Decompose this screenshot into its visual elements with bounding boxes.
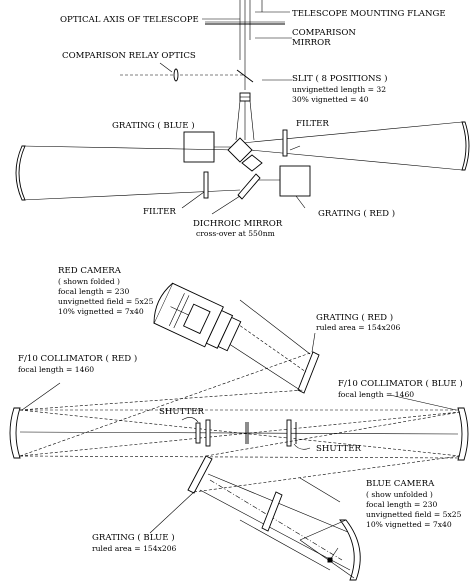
label-collimator-blue: F/10 COLLIMATOR ( BLUE ) — [338, 378, 463, 389]
label-grating-red-top: GRATING ( RED ) — [318, 208, 395, 219]
unfolded-view — [9, 282, 469, 581]
label-grating-blue: GRATING ( BLUE ) — [92, 532, 175, 543]
label-slit-unvignetted: unvignetted length = 32 — [292, 85, 386, 94]
label-collimator-red-focal: focal length = 1460 — [18, 365, 94, 374]
label-collimator-blue-focal: focal length = 1460 — [338, 390, 414, 399]
grating-red-top — [279, 165, 311, 197]
label-grating-red: GRATING ( RED ) — [316, 312, 393, 323]
grating-red — [297, 351, 320, 394]
collimator-red-plan — [15, 145, 26, 201]
filter-top — [282, 129, 288, 157]
grating-blue — [187, 455, 213, 494]
label-grating-blue-area: ruled area = 154x206 — [92, 544, 177, 553]
label-filter-top: FILTER — [296, 119, 329, 129]
label-blue-camera-focal: focal length = 230 — [366, 500, 437, 509]
label-filter-bottom: FILTER — [143, 207, 176, 217]
label-red-camera-vig: 10% vignetted = 7x40 — [58, 307, 144, 316]
label-blue-camera-field: unvignetted field = 5x25 — [366, 510, 462, 519]
label-slit-vignetted: 30% vignetted = 40 — [292, 95, 369, 104]
label-red-camera-sub: ( shown folded ) — [58, 277, 120, 286]
label-optical-axis: OPTICAL AXIS OF TELESCOPE — [60, 15, 199, 25]
label-dichroic: DICHROIC MIRROR — [193, 219, 283, 229]
filter-bottom — [203, 171, 209, 199]
label-red-camera-field: unvignetted field = 5x25 — [58, 297, 154, 306]
plan-view — [15, 0, 470, 215]
label-grating-red-area: ruled area = 154x206 — [316, 323, 401, 332]
label-crossover: cross-over at 550nm — [196, 229, 275, 238]
label-blue-camera: BLUE CAMERA — [366, 479, 435, 489]
label-shutter-left: SHUTTER — [159, 407, 205, 417]
red-camera — [153, 282, 242, 352]
collimator-blue-plan — [461, 121, 470, 171]
label-mounting-flange: TELESCOPE MOUNTING FLANGE — [292, 9, 446, 19]
label-collimator-red: F/10 COLLIMATOR ( RED ) — [18, 353, 137, 364]
label-comparison-relay: COMPARISON RELAY OPTICS — [62, 51, 196, 61]
comparison-mirror — [236, 69, 254, 83]
labels: OPTICAL AXIS OF TELESCOPE TELESCOPE MOUN… — [18, 9, 463, 553]
shutter-right — [286, 419, 292, 447]
blue-camera — [239, 491, 361, 581]
collimator-blue — [457, 407, 469, 461]
label-red-camera-focal: focal length = 230 — [58, 287, 129, 296]
label-slit: SLIT ( 8 POSITIONS ) — [292, 73, 388, 84]
pickoff-prism — [227, 137, 253, 163]
collimator-red — [9, 407, 21, 459]
shutter-left — [195, 422, 201, 444]
label-comparison-mirror-1: COMPARISON — [292, 28, 356, 38]
label-grating-blue-top: GRATING ( BLUE ) — [112, 120, 195, 131]
label-blue-camera-vig: 10% vignetted = 7x40 — [366, 520, 452, 529]
label-blue-camera-sub: ( show unfolded ) — [366, 490, 433, 499]
comparison-relay-lens — [173, 68, 179, 82]
grating-blue-top — [183, 131, 215, 163]
dichroic-mirror — [237, 173, 261, 200]
label-shutter-right: SHUTTER — [316, 444, 362, 454]
label-comparison-mirror-2: MIRROR — [292, 38, 331, 48]
label-red-camera: RED CAMERA — [58, 266, 122, 276]
